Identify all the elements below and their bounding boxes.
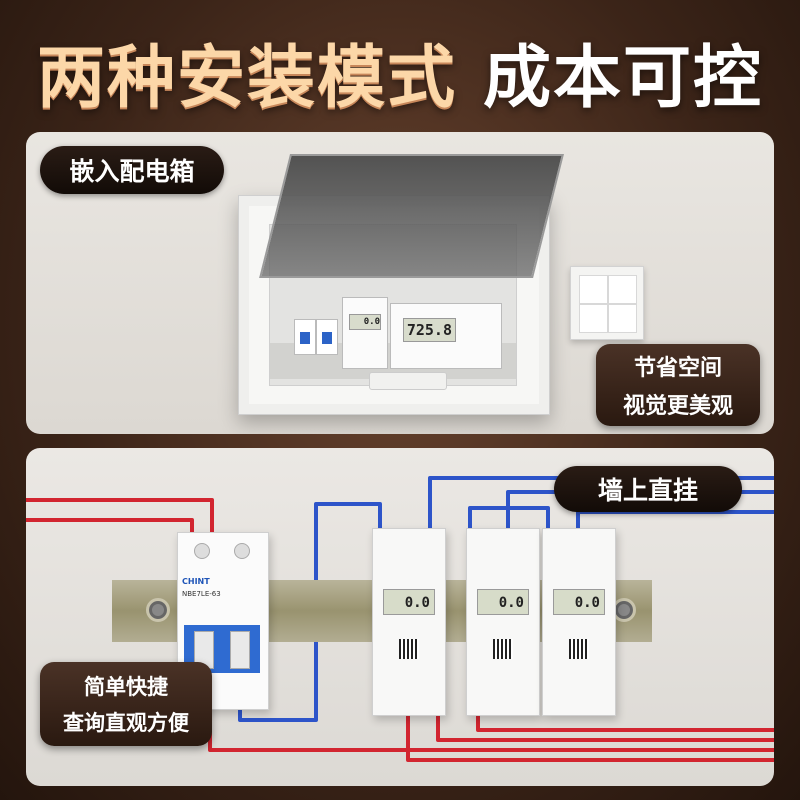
breaker-lever — [230, 631, 250, 669]
box-breaker — [294, 319, 316, 355]
box-small-meter: 0.0 — [342, 297, 388, 369]
box-glass-cover — [259, 154, 564, 278]
callout-wall-mount-line1: 简单快捷 — [84, 675, 168, 699]
wire-blue — [576, 510, 774, 534]
meter-lcd: 0.0 — [477, 589, 529, 615]
headline-left: 两种安装模式 — [36, 38, 457, 118]
wire-red — [26, 498, 214, 546]
panel-embedded: 嵌入配电箱 0.0 725.8 节省空间 视觉更美观 — [26, 132, 774, 434]
box-small-meter-lcd: 0.0 — [349, 314, 381, 330]
meter-lcd: 0.0 — [383, 589, 435, 615]
label-embedded: 嵌入配电箱 — [40, 146, 224, 194]
box-main-meter-lcd: 725.8 — [403, 318, 456, 342]
switch-key — [579, 275, 608, 304]
breaker-model: NBE7LE-63 — [182, 590, 221, 598]
switch-key — [608, 304, 637, 333]
switch-key — [608, 275, 637, 304]
callout-embedded-line1: 节省空间 — [633, 356, 722, 381]
panel-wall-mount: CHINT NBE7LE-63 0.0 0.0 0.0 墙上直挂 简单快捷 查询… — [26, 448, 774, 786]
meter-qr-code — [569, 639, 589, 659]
label-wall-mount: 墙上直挂 — [554, 466, 742, 512]
wire-red — [436, 708, 774, 742]
box-main-meter: 725.8 — [390, 303, 502, 369]
wire-red — [26, 518, 194, 546]
energy-meter: 0.0 — [542, 528, 616, 716]
box-breaker — [316, 319, 338, 355]
callout-embedded-line2: 视觉更美观 — [622, 394, 733, 419]
wall-switch — [570, 266, 644, 340]
box-handle — [369, 372, 447, 390]
meter-qr-code — [493, 639, 513, 659]
breaker-terminal — [194, 543, 210, 559]
callout-wall-mount-line2: 查询直观方便 — [63, 711, 189, 735]
wire-red — [406, 708, 774, 762]
headline-right: 成本可控 — [483, 38, 764, 118]
energy-meter: 0.0 — [466, 528, 540, 716]
breaker-terminal — [234, 543, 250, 559]
switch-key — [579, 304, 608, 333]
callout-wall-mount: 简单快捷 查询直观方便 — [40, 662, 212, 746]
energy-meter: 0.0 — [372, 528, 446, 716]
meter-lcd: 0.0 — [553, 589, 605, 615]
wire-red — [476, 708, 774, 732]
meter-qr-code — [399, 639, 419, 659]
rail-screw — [146, 598, 170, 622]
breaker-brand: CHINT — [182, 577, 210, 586]
callout-embedded: 节省空间 视觉更美观 — [596, 344, 760, 426]
headline: 两种安装模式 成本可控 — [0, 16, 800, 126]
